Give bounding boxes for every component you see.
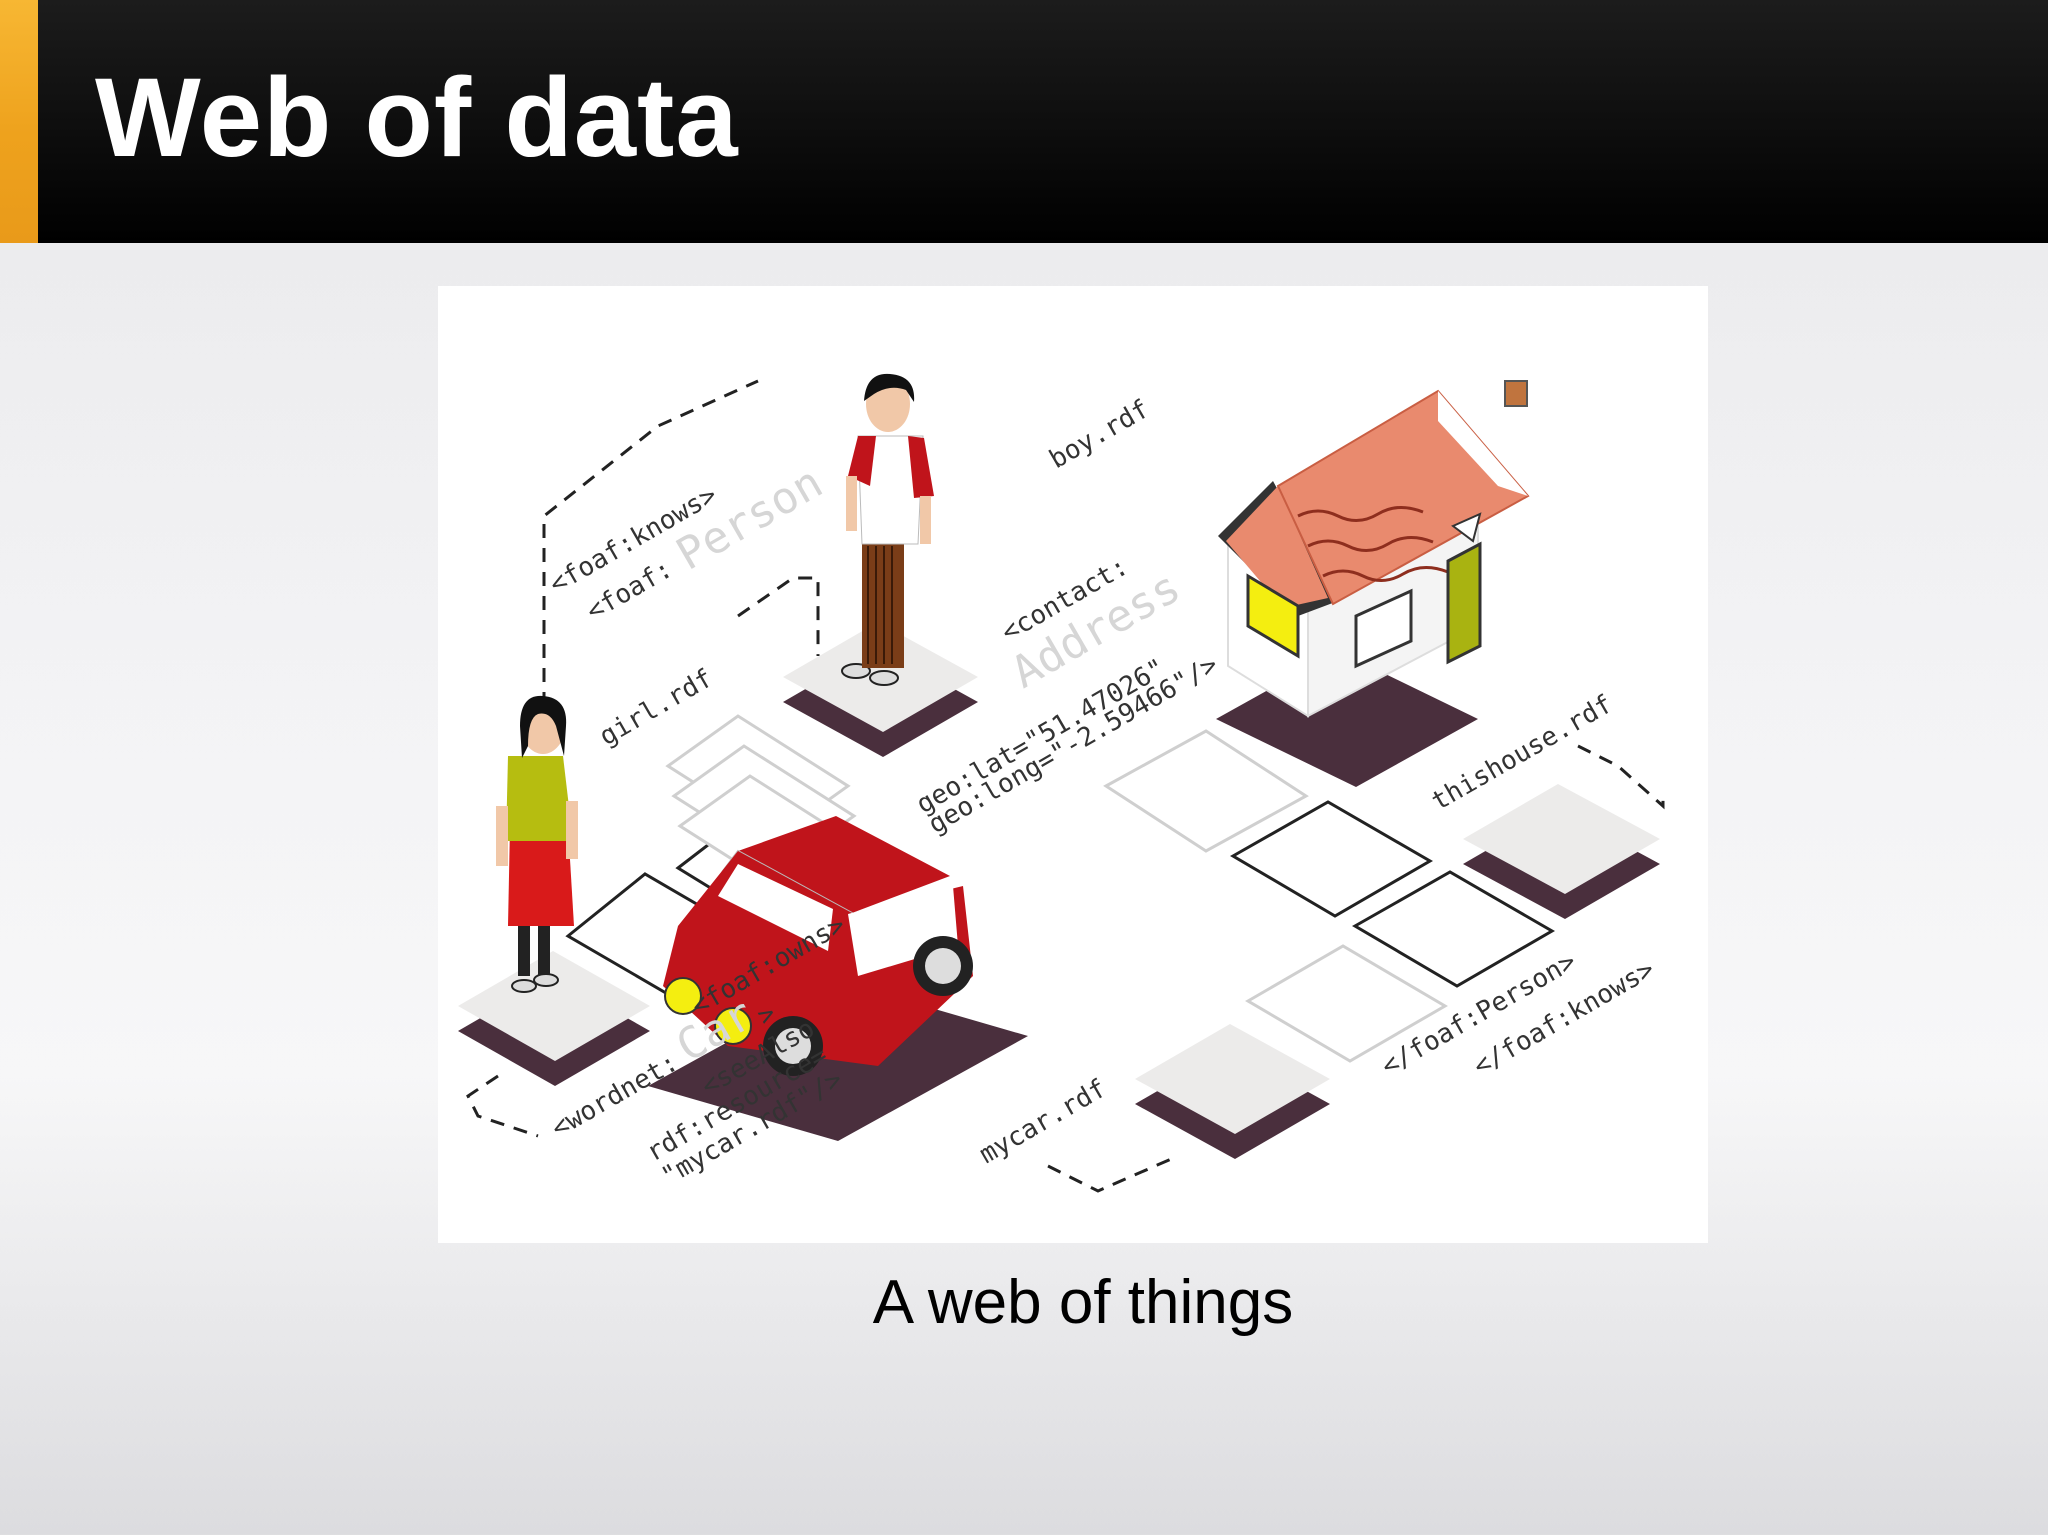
house	[1218, 380, 1530, 718]
tile	[1230, 800, 1433, 918]
tile	[1103, 729, 1309, 853]
car	[663, 816, 973, 1076]
mycar-base-tile	[1135, 1024, 1330, 1134]
isometric-illustration: <foaf:knows> <foaf: Person boy.rdf girl.…	[458, 373, 1665, 1193]
girl-figure	[496, 695, 578, 993]
label-girl-rdf: girl.rdf	[595, 663, 718, 752]
title-accent-stripe	[0, 0, 38, 243]
girl-base-tile	[458, 951, 650, 1061]
link-girl-boy	[542, 379, 759, 706]
web-of-things-figure: <foaf:knows> <foaf: Person boy.rdf girl.…	[438, 286, 1708, 1243]
tile	[1245, 944, 1448, 1063]
link-boy-address	[737, 576, 820, 656]
car-base-shadow	[648, 981, 1028, 1141]
page-title: Web of data	[95, 55, 739, 180]
tile	[1352, 870, 1555, 988]
boy-figure	[841, 373, 934, 686]
label-boy-rdf: boy.rdf	[1045, 394, 1155, 475]
label-mycar-rdf: mycar.rdf	[975, 1074, 1112, 1170]
title-bar: Web of data	[0, 0, 2048, 243]
link-mycar	[1047, 1154, 1179, 1193]
link-girl-car	[466, 1074, 539, 1138]
thishouse-base-tile	[1463, 784, 1660, 894]
figure-caption: A web of things	[872, 1268, 1294, 1337]
link-thishouse	[1577, 744, 1665, 810]
